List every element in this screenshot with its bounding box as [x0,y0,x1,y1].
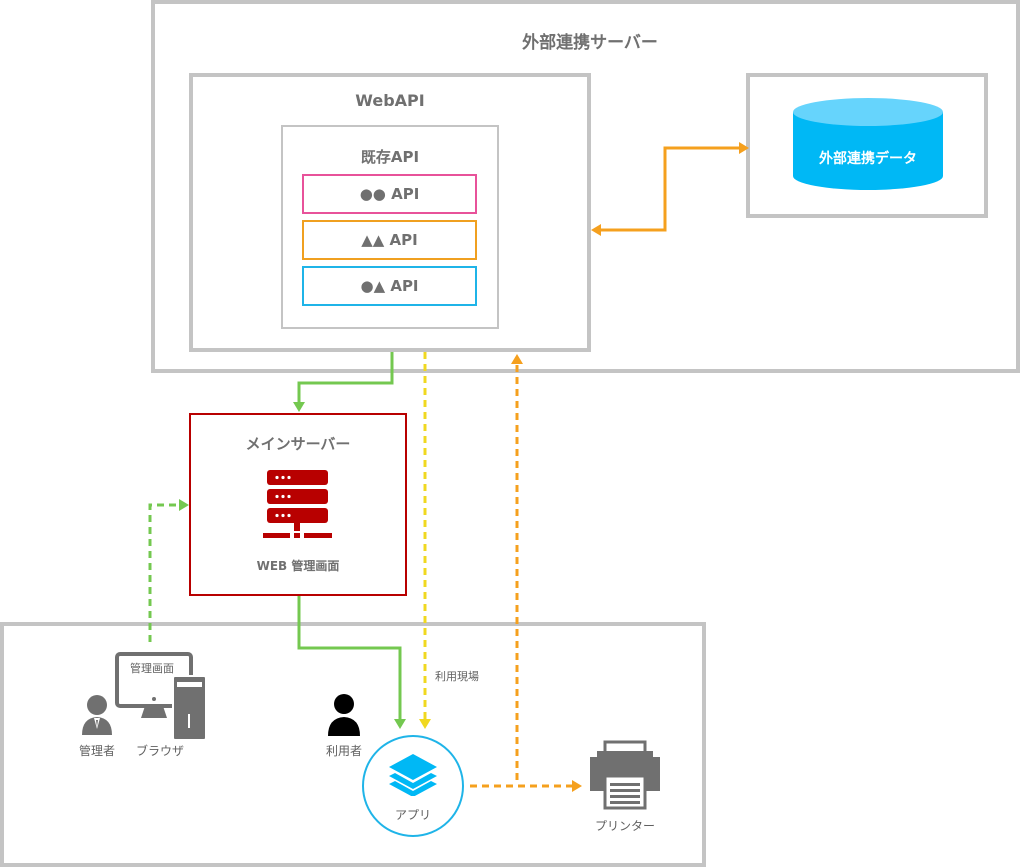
external-server-title: 外部連携サーバー [522,33,658,53]
database-icon [793,98,943,190]
pc-monitor-icon [115,652,207,740]
api-item-circle-triangle: ●▲ API [302,266,477,306]
webapi-title: WebAPI [355,91,425,110]
usage-site-label: 利用現場 [435,670,479,683]
user-person-icon [328,694,360,736]
user-label: 利用者 [325,744,362,758]
api-item-circle-circle: ●● API [302,174,477,214]
app-label: アプリ [394,808,431,822]
browser-screen-text: 管理画面 [130,662,174,675]
main-server-caption: WEB 管理画面 [256,559,340,573]
arrowhead-main-left [179,499,189,511]
admin-person-icon [82,695,112,735]
server-icon [263,470,332,538]
arrowhead-main-top [293,402,305,412]
browser-label: ブラウザ [135,744,184,758]
main-server-title: メインサーバー [245,435,351,453]
printer-icon [590,740,660,810]
admin-label: 管理者 [78,744,115,758]
layers-icon [389,754,437,796]
api-item-triangle-triangle: ▲▲ API [302,220,477,260]
main-server-box [189,413,407,596]
printer-label: プリンター [594,819,655,833]
database-label: 外部連携データ [819,151,917,167]
existing-api-title: 既存API [360,148,420,166]
